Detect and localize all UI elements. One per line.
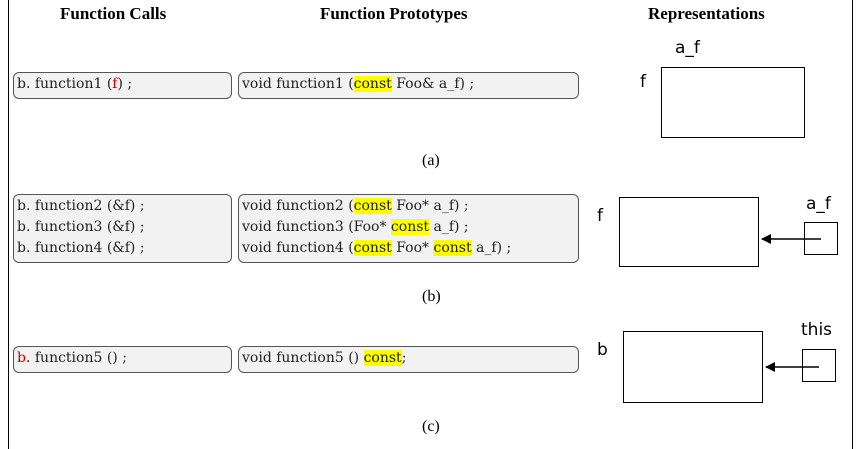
- argument-highlight: b: [17, 350, 26, 366]
- header-function-calls: Function Calls: [60, 4, 167, 23]
- code-text: Foo* a_f) ;: [391, 198, 469, 214]
- code-text: ;: [401, 350, 407, 366]
- const-keyword: const: [353, 76, 392, 92]
- code-text: void function3 (Foo*: [242, 219, 391, 235]
- code-text: . function5 () ;: [25, 350, 127, 366]
- code-text: b. function4 (&f) ;: [17, 240, 145, 256]
- const-keyword: const: [353, 240, 392, 256]
- calls-box-a: b. function1 (f) ;: [13, 72, 232, 99]
- code-text: b. function1 (: [17, 76, 113, 92]
- prototypes-box-b: void function2 (const Foo* a_f) ;void fu…: [238, 194, 579, 263]
- caption-c: (c): [422, 418, 440, 435]
- prototype-line: void function2 (const Foo* a_f) ;: [242, 196, 575, 217]
- prototypes-box-a: void function1 (const Foo& a_f) ;: [238, 72, 579, 99]
- call-line: b. function3 (&f) ;: [17, 217, 228, 238]
- code-text: ) ;: [117, 76, 133, 92]
- code-text: void function1 (: [242, 76, 354, 92]
- repr-c-outer-label: b: [597, 340, 608, 360]
- caption-b: (b): [422, 288, 441, 305]
- repr-b-pointer-label: a_f: [806, 194, 831, 214]
- const-keyword: const: [363, 350, 402, 366]
- calls-box-c: b. function5 () ;: [13, 346, 232, 373]
- code-text: Foo*: [391, 240, 434, 256]
- code-text: Foo& a_f) ;: [391, 76, 475, 92]
- call-line: b. function1 (f) ;: [17, 74, 228, 95]
- repr-b-object-rect: [619, 197, 759, 267]
- repr-c-object-rect: [623, 331, 763, 403]
- call-line: b. function5 () ;: [17, 348, 228, 369]
- code-text: a_f) ;: [429, 219, 469, 235]
- code-text: a_f) ;: [471, 240, 512, 256]
- call-line: b. function2 (&f) ;: [17, 196, 228, 217]
- code-text: void function5 (): [242, 350, 364, 366]
- code-text: b. function3 (&f) ;: [17, 219, 145, 235]
- prototype-line: void function3 (Foo* const a_f) ;: [242, 217, 575, 238]
- const-keyword: const: [390, 219, 430, 235]
- calls-box-b: b. function2 (&f) ; b. function3 (&f) ; b.…: [13, 194, 232, 263]
- code-text: void function2 (: [242, 198, 354, 214]
- repr-c-pointer-label: this: [801, 320, 833, 340]
- figure-frame: [8, 0, 853, 449]
- repr-c-pointer-box: [802, 349, 836, 382]
- repr-b-outer-label: f: [597, 206, 603, 226]
- const-keyword: const: [433, 240, 472, 256]
- const-keyword: const: [353, 198, 392, 214]
- argument-highlight: f: [112, 76, 118, 92]
- repr-b-pointer-box: [804, 222, 838, 255]
- call-line: b. function4 (&f) ;: [17, 238, 228, 259]
- repr-a-inner-label: a_f: [675, 38, 700, 58]
- prototype-line: void function5 () const;: [242, 348, 575, 369]
- repr-a-outer-label: f: [640, 72, 646, 92]
- prototype-line: void function1 (const Foo& a_f) ;: [242, 74, 575, 95]
- code-text: void function4 (: [242, 240, 354, 256]
- caption-a: (a): [422, 152, 440, 169]
- header-function-prototypes: Function Prototypes: [320, 4, 468, 23]
- prototypes-box-c: void function5 () const;: [238, 346, 579, 373]
- code-text: b. function2 (&f) ;: [17, 198, 145, 214]
- header-representations: Representations: [648, 4, 765, 23]
- repr-a-object-rect: [661, 67, 805, 138]
- prototype-line: void function4 (const Foo* const a_f) ;: [242, 238, 575, 259]
